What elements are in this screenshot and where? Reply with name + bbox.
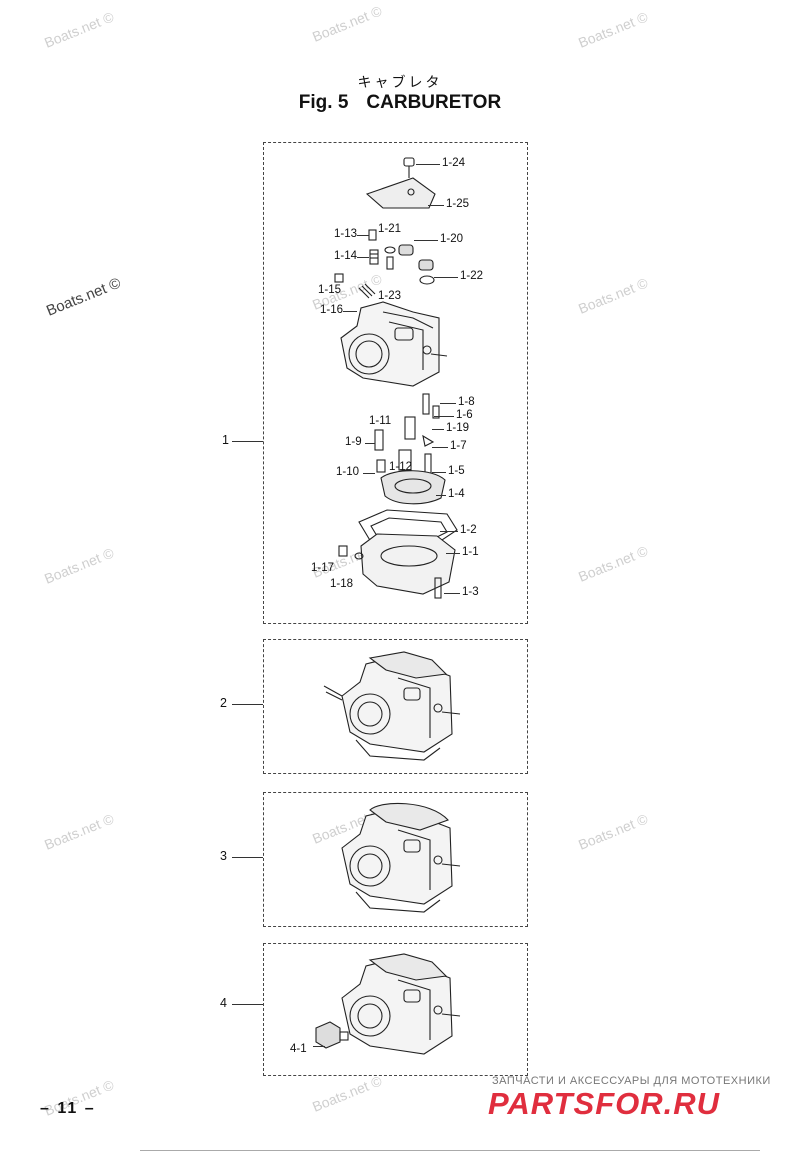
page-subtitle-jp: キャブレタ (357, 74, 443, 90)
section-4-frame (263, 943, 528, 1076)
leader-line (357, 257, 369, 258)
watermark: Boats.net © (576, 542, 651, 585)
callout-label: 1-23 (378, 290, 402, 302)
watermark: Boats.net © (42, 8, 117, 51)
callout-label: 1-7 (450, 440, 467, 452)
callout-label: 1-1 (462, 546, 479, 558)
leader-line (232, 1004, 263, 1005)
callout-label: 1-16 (320, 304, 344, 316)
watermark: Boats.net © (42, 544, 117, 587)
leader-line (432, 472, 446, 473)
callout-label: 1-13 (334, 228, 358, 240)
figure-title: CARBURETOR (366, 92, 502, 113)
carburetor-exploded-drawing (334, 157, 458, 599)
figure-number: Fig. 5 (298, 92, 349, 113)
page-title: Fig. 5 CARBURETOR (0, 92, 800, 114)
callout-label: 1-19 (446, 422, 470, 434)
bottom-divider (140, 1150, 760, 1151)
leader-line (357, 235, 369, 236)
section-1-label: 1 (222, 433, 229, 447)
callout-label: 1-4 (448, 488, 465, 500)
callout-label: 1-9 (345, 436, 362, 448)
callout-label: 1-11 (369, 415, 392, 427)
callout-label: 1-18 (330, 578, 354, 590)
leader-line (414, 240, 438, 241)
watermark: Boats.net © (576, 8, 651, 51)
section-3-frame (263, 792, 528, 927)
leader-line (343, 311, 357, 312)
callout-label: 1-10 (336, 466, 360, 478)
callout-label: 1-25 (446, 198, 470, 210)
section-2-label: 2 (220, 696, 227, 710)
watermark: Boats.net © (42, 810, 117, 853)
callout-label: 1-3 (462, 586, 479, 598)
section-4-label: 4 (220, 996, 227, 1010)
leader-line (232, 857, 263, 858)
leader-line (434, 416, 454, 417)
callout-label: 1-17 (311, 562, 335, 574)
callout-label: 1-15 (318, 284, 342, 296)
callout-label: 1-6 (456, 409, 473, 421)
callout-label: 1-14 (334, 250, 358, 262)
brand-tagline: ЗАПЧАСТИ И АКСЕССУАРЫ ДЛЯ МОТОТЕХНИКИ (492, 1075, 771, 1087)
brand-logo-text: PARTSFOR.RU (488, 1086, 721, 1121)
carburetor-assembly-drawing (341, 802, 461, 913)
callout-label: 1-2 (460, 524, 477, 536)
leader-line (440, 531, 458, 532)
leader-line (365, 443, 375, 444)
page-number: – 11 – (40, 1100, 96, 1117)
watermark: Boats.net © (310, 2, 385, 45)
carburetor-assembly-drawing (315, 953, 461, 1055)
watermark: Boats.net © (576, 274, 651, 317)
section-3-label: 3 (220, 849, 227, 863)
watermark: Boats.net © (44, 274, 124, 320)
watermark: Boats.net © (310, 1072, 385, 1115)
callout-label: 1-5 (448, 465, 465, 477)
leader-line (363, 473, 375, 474)
leader-line (444, 593, 460, 594)
callout-label: 1-22 (460, 270, 484, 282)
section-2-frame (263, 639, 528, 774)
leader-line (432, 447, 448, 448)
carburetor-assembly-drawing (323, 651, 461, 761)
callout-label: 1-8 (458, 396, 475, 408)
leader-line (436, 495, 446, 496)
leader-line (232, 704, 263, 705)
watermark: Boats.net © (576, 810, 651, 853)
leader-line (428, 205, 444, 206)
leader-line (446, 553, 460, 554)
callout-label: 1-12 (389, 461, 413, 473)
leader-line (434, 277, 458, 278)
leader-line (416, 164, 440, 165)
callout-label: 1-24 (442, 157, 466, 169)
leader-line (313, 1046, 325, 1047)
callout-label: 1-20 (440, 233, 464, 245)
callout-label: 4-1 (290, 1043, 307, 1055)
callout-label: 1-21 (378, 223, 402, 235)
section-1-frame (263, 142, 528, 624)
leader-line (440, 403, 456, 404)
leader-line (232, 441, 263, 442)
leader-line (432, 429, 444, 430)
